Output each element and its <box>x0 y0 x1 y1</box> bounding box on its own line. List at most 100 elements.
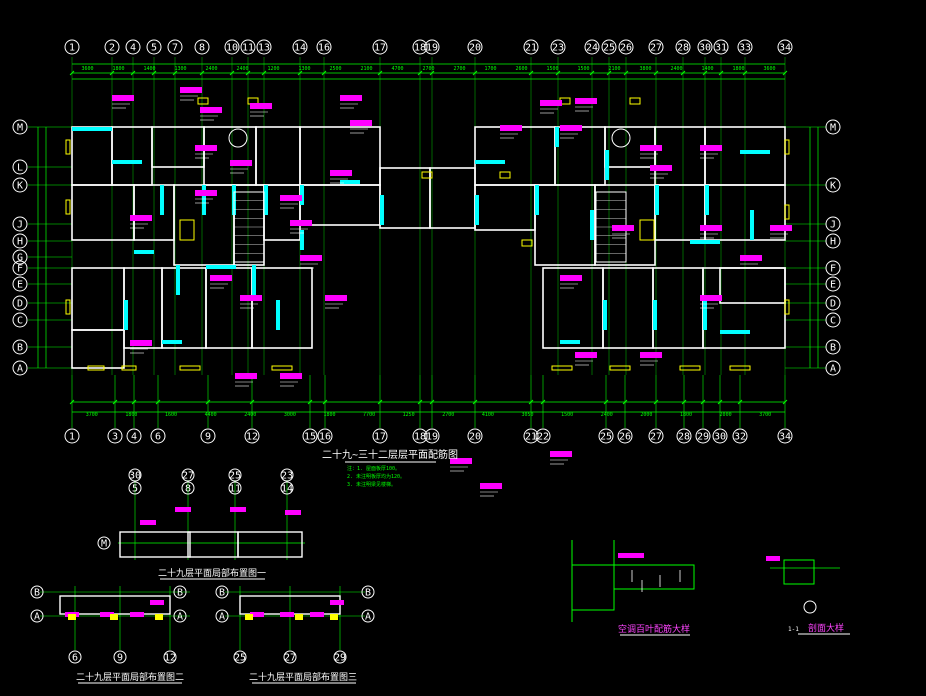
dim-text-top: 2700 <box>422 66 434 72</box>
dim-text-bottom: 7700 <box>363 412 375 418</box>
axis-bubble-bottom <box>150 428 166 444</box>
dim-tick <box>540 399 546 405</box>
section-outline <box>613 564 695 590</box>
dim-text-bottom: 1800 <box>125 412 137 418</box>
dim-tick <box>261 70 267 76</box>
dim-text-top: 2500 <box>329 66 341 72</box>
detail3-axis-side <box>361 609 375 623</box>
dim-text-top: 2400 <box>236 66 248 72</box>
dim-text-top: 1800 <box>112 66 124 72</box>
axis-bubble-bottom-label: 22 <box>537 432 549 443</box>
axis-bubble-left <box>12 312 28 328</box>
axis-bubble-right-label: C <box>830 316 836 327</box>
dim-tick <box>528 399 534 405</box>
dim-text-bottom: 3700 <box>86 412 98 418</box>
detail3-title: 二十九层平面局部布置图三 <box>249 671 357 683</box>
axis-bubble-bottom-label: 6 <box>155 432 161 443</box>
axis-bubble-right-label: E <box>830 280 836 291</box>
dim-tick <box>417 399 423 405</box>
dim-tick <box>307 399 313 405</box>
rebar-label-box <box>560 125 582 131</box>
axis-bubble-top <box>125 39 141 55</box>
axis-bubble-bottom <box>372 428 388 444</box>
dim-tick <box>229 70 235 76</box>
axis-bubble-right <box>825 295 841 311</box>
axis-bubble-top-label: 11 <box>242 43 254 54</box>
dim-text-top: 3600 <box>81 66 93 72</box>
dim-tick <box>172 70 178 76</box>
detail1-axis-top2-label: 8 <box>185 484 191 495</box>
rebar-label-box <box>250 103 272 109</box>
axis-bubble-bottom-label: 3 <box>112 432 118 443</box>
rebar-label-box <box>700 225 722 231</box>
dim-text-top: 1300 <box>174 66 186 72</box>
axis-bubble-bottom <box>200 428 216 444</box>
column <box>176 265 180 295</box>
detail3-axis-side-label: A <box>219 612 225 623</box>
axis-bubble-bottom-label: 27 <box>650 432 662 443</box>
column <box>653 300 657 330</box>
dim-text-top: 3600 <box>763 66 775 72</box>
dim-tick <box>130 70 136 76</box>
axis-bubble-bottom-label: 21 <box>525 432 537 443</box>
axis-bubble-top-label: 24 <box>586 43 598 54</box>
column <box>750 210 754 240</box>
dim-tick <box>245 70 251 76</box>
rebar-label-box <box>280 373 302 379</box>
detail1-axis-top2-label: 5 <box>132 484 138 495</box>
window <box>784 139 790 155</box>
axis-bubble-right-label: K <box>830 181 836 192</box>
dim-tick <box>377 70 383 76</box>
axis-bubble-top <box>584 39 600 55</box>
dim-tick <box>417 70 423 76</box>
axis-bubble-top <box>412 39 428 55</box>
dim-text-top: 2400 <box>205 66 217 72</box>
column <box>134 250 154 254</box>
axis-bubble-bottom-label: 25 <box>600 432 612 443</box>
dim-text-top: 2100 <box>360 66 372 72</box>
detail2-axis-bottom <box>68 650 82 664</box>
detail3-axis-bottom-label: 27 <box>284 653 296 664</box>
note-text: 2. 未注明板厚均为120。 <box>347 473 405 480</box>
axis-bubble-top-label: 13 <box>258 43 270 54</box>
dim-text-bottom: 3000 <box>284 412 296 418</box>
window <box>121 365 137 371</box>
dim-text-bottom: 1800 <box>680 412 692 418</box>
axis-bubble-right-label: A <box>830 364 836 375</box>
axis-bubble-right-label: F <box>830 264 836 275</box>
window <box>784 299 790 315</box>
axis-bubble-top <box>467 39 483 55</box>
dim-tick <box>782 70 788 76</box>
axis-bubble-right <box>825 260 841 276</box>
column <box>300 230 304 250</box>
rebar-label-box <box>560 275 582 281</box>
detail2-axis-side-label: A <box>177 612 183 623</box>
window <box>245 614 253 620</box>
wall <box>237 531 303 558</box>
dim-tick <box>718 70 724 76</box>
dim-text-bottom: 3700 <box>759 412 771 418</box>
axis-bubble-top <box>292 39 308 55</box>
axis-bubble-top <box>424 39 440 55</box>
rebar-label-box <box>175 507 191 512</box>
dim-tick <box>653 70 659 76</box>
axis-bubble-bottom <box>244 428 260 444</box>
axis-bubble-top-label: 25 <box>603 43 615 54</box>
axis-bubble-bottom <box>64 428 80 444</box>
dim-tick <box>717 399 723 405</box>
dim-text-top: 1400 <box>701 66 713 72</box>
window <box>65 299 71 315</box>
axis-bubble-bottom <box>107 428 123 444</box>
axis-bubble-top-label: 16 <box>318 43 330 54</box>
axis-bubble-right <box>825 216 841 232</box>
detail1-axis-side <box>97 536 111 550</box>
rebar-label-box <box>330 600 344 605</box>
axis-bubble-top <box>777 39 793 55</box>
dim-tick <box>69 399 75 405</box>
axis-bubble-right-label: J <box>830 220 836 231</box>
column <box>264 185 268 215</box>
axis-bubble-bottom-label: 4 <box>131 432 137 443</box>
axis-bubble-bottom-label: 29 <box>697 432 709 443</box>
rebar-label-box <box>640 352 662 358</box>
